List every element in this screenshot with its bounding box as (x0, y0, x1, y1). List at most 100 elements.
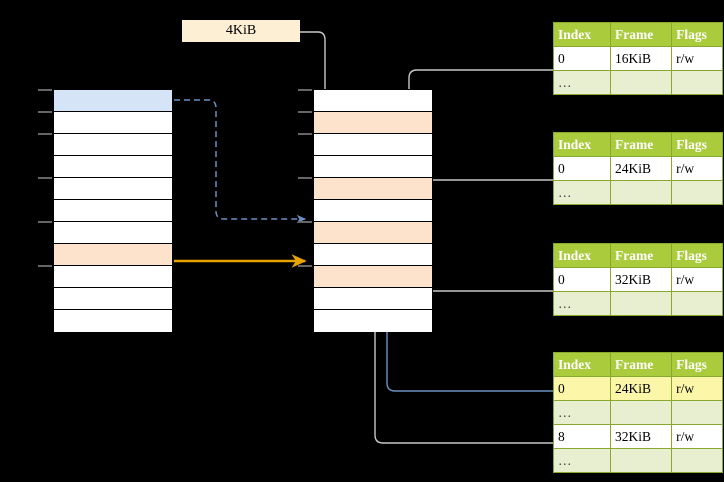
physical-memory-row-10[interactable] (314, 310, 432, 332)
page-table-4-cell: 8 (553, 424, 611, 449)
page-table-4-row[interactable]: … (553, 448, 723, 473)
page-table-3-col-flags: Flags (671, 243, 723, 268)
virtual-memory-row-1[interactable] (54, 112, 172, 134)
physical-memory-column (313, 89, 433, 332)
page-table-1-cell: … (553, 70, 611, 95)
page-table-4-cell (609, 400, 673, 425)
page-table-3-row[interactable]: … (553, 291, 723, 316)
page-table-3-cell: 0 (553, 267, 611, 292)
page-table-4-cell (671, 400, 723, 425)
page-table-1-col-index: Index (553, 22, 611, 47)
page-table-4-cell: 24KiB (609, 376, 673, 401)
physical-memory-row-0[interactable] (314, 90, 432, 112)
page-table-4-col-flags: Flags (671, 352, 723, 377)
page-table-4-row[interactable]: … (553, 400, 723, 425)
page-table-2-cell: 24KiB (609, 156, 673, 181)
tick-mark (298, 221, 312, 223)
page-table-1-row[interactable]: … (553, 70, 723, 95)
tick-mark (38, 89, 52, 91)
physical-memory-row-9[interactable] (314, 288, 432, 310)
page-table-2-cell (609, 180, 673, 205)
page-table-1-col-frame: Frame (609, 22, 673, 47)
page-size-label: 4KiB (182, 20, 300, 42)
page-table-2-col-frame: Frame (609, 132, 673, 157)
page-table-1-cell: r/w (671, 46, 723, 71)
page-table-1-cell (609, 70, 673, 95)
page-table-3-col-frame: Frame (609, 243, 673, 268)
tick-mark (298, 265, 312, 267)
virtual-memory-row-8[interactable] (54, 266, 172, 288)
physical-memory-row-5[interactable] (314, 200, 432, 222)
page-table-4-cell: … (553, 400, 611, 425)
connector-table3-to-physical (420, 274, 553, 292)
page-table-4-cell (609, 448, 673, 473)
tick-mark (38, 221, 52, 223)
virtual-memory-row-4[interactable] (54, 178, 172, 200)
connector-virtual-to-physical-dashed (174, 99, 307, 224)
virtual-memory-row-5[interactable] (54, 200, 172, 222)
page-table-1-cell: 0 (553, 46, 611, 71)
page-table-3-cell (609, 291, 673, 316)
connector-table2-to-physical (420, 179, 553, 210)
page-table-1-col-flags: Flags (671, 22, 723, 47)
tick-mark (298, 133, 312, 135)
page-table-1-cell: 16KiB (609, 46, 673, 71)
page-table-4-cell: … (553, 448, 611, 473)
tick-mark (298, 177, 312, 179)
page-table-1-cell (671, 70, 723, 95)
tick-mark (298, 89, 312, 91)
page-table-2-cell: r/w (671, 156, 723, 181)
page-table-2-col-flags: Flags (671, 132, 723, 157)
physical-memory-row-7[interactable] (314, 244, 432, 266)
tick-mark (38, 265, 52, 267)
physical-memory-row-4[interactable] (314, 178, 432, 200)
page-table-2-row[interactable]: … (553, 180, 723, 205)
virtual-memory-row-9[interactable] (54, 288, 172, 310)
page-table-3-cell: r/w (671, 267, 723, 292)
virtual-memory-row-2[interactable] (54, 134, 172, 156)
physical-memory-row-3[interactable] (314, 156, 432, 178)
virtual-memory-row-6[interactable] (54, 222, 172, 244)
page-table-4-cell: r/w (671, 424, 723, 449)
virtual-memory-column (53, 89, 173, 332)
page-table-4-cell: 0 (553, 376, 611, 401)
virtual-memory-row-7[interactable] (54, 244, 172, 266)
page-table-4-cell (671, 448, 723, 473)
page-table-4-cell: r/w (671, 376, 723, 401)
virtual-memory-row-3[interactable] (54, 156, 172, 178)
physical-memory-row-2[interactable] (314, 134, 432, 156)
virtual-memory-row-10[interactable] (54, 310, 172, 332)
page-table-3-cell (671, 291, 723, 316)
virtual-memory-row-0[interactable] (54, 90, 172, 112)
page-table-4-cell: 32KiB (609, 424, 673, 449)
page-table-3-cell: 32KiB (609, 267, 673, 292)
page-table-4-col-index: Index (553, 352, 611, 377)
physical-memory-row-8[interactable] (314, 266, 432, 288)
page-table-2-cell: 0 (553, 156, 611, 181)
tick-mark (38, 111, 52, 113)
physical-memory-row-6[interactable] (314, 222, 432, 244)
page-table-3-cell: … (553, 291, 611, 316)
page-table-4-col-frame: Frame (609, 352, 673, 377)
page-table-2-cell: … (553, 180, 611, 205)
page-table-2-col-index: Index (553, 132, 611, 157)
page-table-2-cell (671, 180, 723, 205)
physical-memory-row-1[interactable] (314, 112, 432, 134)
